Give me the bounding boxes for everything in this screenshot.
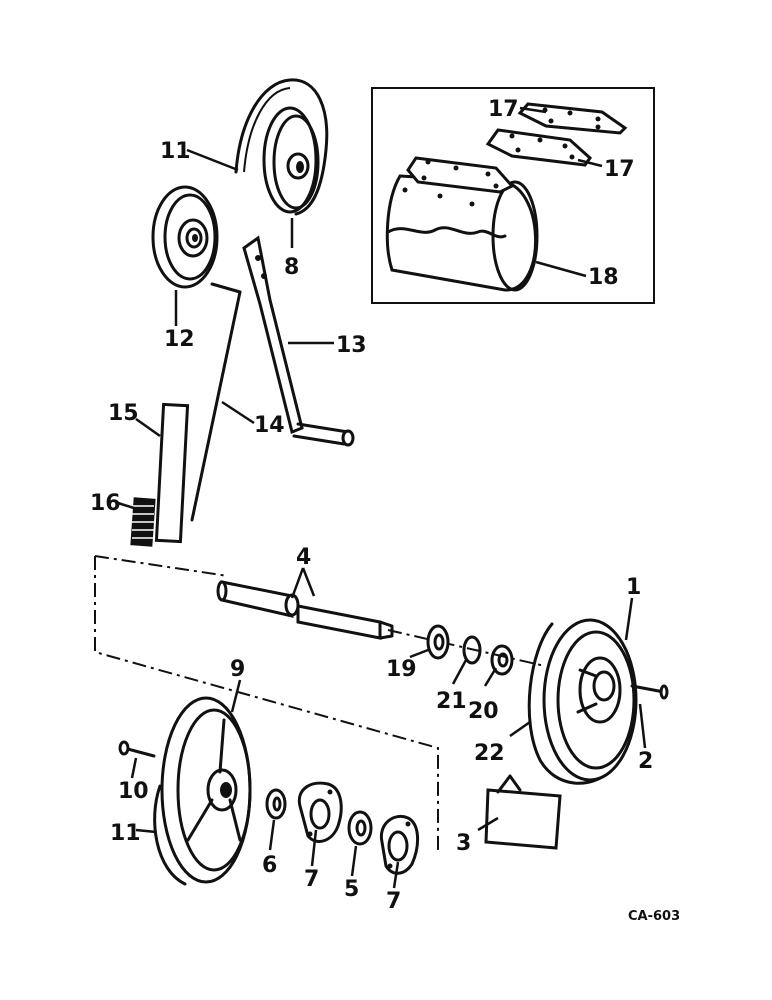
ring-21 xyxy=(462,635,482,665)
callout-18: 18 xyxy=(588,265,619,290)
pulley-9 xyxy=(160,696,252,884)
sleeve-15 xyxy=(154,402,190,544)
callout-8: 8 xyxy=(284,255,299,280)
callout-10: 10 xyxy=(118,779,149,804)
leader-lines xyxy=(117,106,647,889)
bearing-6 xyxy=(265,788,287,820)
shaft-4 xyxy=(216,580,394,640)
washer-20 xyxy=(490,644,514,676)
shaft-assembly-outline xyxy=(94,555,546,852)
upper-belt-11 xyxy=(234,78,329,216)
callout-11-lower: 11 xyxy=(110,821,141,846)
figure-code: CA-603 xyxy=(628,909,680,924)
callout-5: 5 xyxy=(344,877,359,902)
bolt-10 xyxy=(118,740,156,758)
callout-9: 9 xyxy=(230,657,245,682)
pulley-8 xyxy=(262,106,320,214)
flange-7-left xyxy=(297,781,343,843)
callout-1: 1 xyxy=(626,575,641,600)
inset-frame xyxy=(371,87,655,304)
callout-11-upper: 11 xyxy=(160,139,191,164)
callout-7-right: 7 xyxy=(386,889,401,914)
callout-17-upper: 17 xyxy=(488,97,519,122)
callout-2: 2 xyxy=(638,749,653,774)
callout-3: 3 xyxy=(456,831,471,856)
plate-17-lower xyxy=(485,128,592,167)
bearing-5 xyxy=(347,810,373,846)
spring-16 xyxy=(130,497,156,547)
callout-14: 14 xyxy=(254,413,285,438)
callout-22: 22 xyxy=(474,741,505,766)
callout-6: 6 xyxy=(262,853,277,878)
lower-belt-11 xyxy=(153,784,187,886)
callout-17-lower: 17 xyxy=(604,157,635,182)
inset-panel xyxy=(371,87,655,304)
bearing-19 xyxy=(426,624,450,660)
callout-19: 19 xyxy=(386,657,417,682)
callout-12: 12 xyxy=(164,327,195,352)
callout-13: 13 xyxy=(336,333,367,358)
flange-7-right xyxy=(379,815,419,875)
callout-16: 16 xyxy=(90,491,121,516)
pulley-12 xyxy=(151,185,219,289)
callout-labels: 11 8 12 13 14 15 16 17 17 18 4 1 2 22 19… xyxy=(90,97,680,924)
belt-22 xyxy=(527,622,614,785)
callout-15: 15 xyxy=(108,401,139,426)
rod-14 xyxy=(190,282,242,522)
pulley-1 xyxy=(542,618,638,782)
plate-17-upper xyxy=(517,102,628,135)
callout-21: 21 xyxy=(436,689,467,714)
cylinder-18 xyxy=(385,156,539,292)
bracket-3 xyxy=(484,774,562,850)
pin-2 xyxy=(630,684,669,700)
callout-7-left: 7 xyxy=(304,867,319,892)
callout-20: 20 xyxy=(468,699,499,724)
callout-4: 4 xyxy=(296,545,311,570)
arm-13 xyxy=(242,235,355,447)
